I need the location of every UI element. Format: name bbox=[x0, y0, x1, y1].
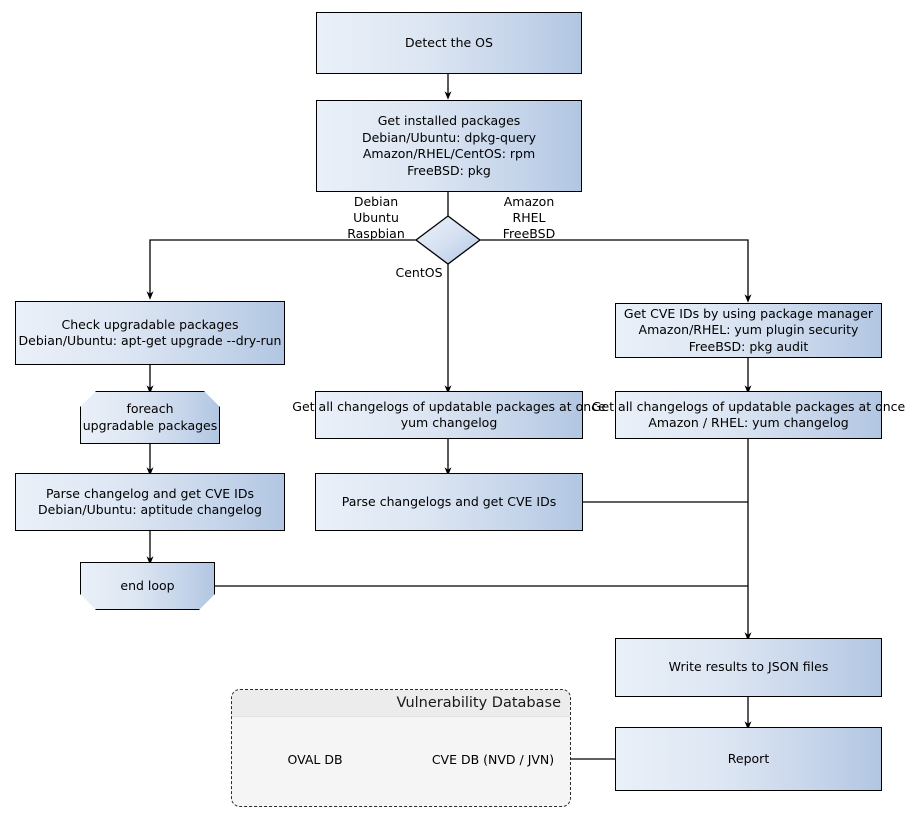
vulnerability-database-frame: Vulnerability Database bbox=[231, 689, 571, 807]
node-end-loop[interactable]: end loop bbox=[80, 562, 215, 610]
node-detect-os[interactable]: Detect the OS bbox=[316, 12, 582, 74]
node-detect-os-label: Detect the OS bbox=[405, 34, 493, 50]
node-report-label: Report bbox=[727, 750, 770, 766]
node-parse-changelogs-center[interactable]: Parse changelogs and get CVE IDs bbox=[315, 473, 583, 531]
node-parse-changelogs-center-label: Parse changelogs and get CVE IDs bbox=[341, 493, 557, 509]
node-changelogs-center[interactable]: Get all changelogs of updatable packages… bbox=[292, 391, 606, 439]
node-report[interactable]: Report bbox=[615, 727, 882, 791]
node-changelogs-center-label: Get all changelogs of updatable packages… bbox=[292, 398, 606, 431]
os-decision-diamond bbox=[414, 215, 482, 265]
node-write-results-json-label: Write results to JSON files bbox=[668, 659, 829, 675]
vulnerability-database-title-bar: Vulnerability Database bbox=[232, 690, 570, 717]
node-changelogs-right-label: Get all changelogs of updatable packages… bbox=[591, 398, 906, 431]
node-end-loop-label: end loop bbox=[120, 577, 175, 593]
node-changelogs-right[interactable]: Get all changelogs of updatable packages… bbox=[592, 391, 905, 439]
edge-label-centos-branch: CentOS bbox=[395, 265, 443, 280]
node-write-results-json[interactable]: Write results to JSON files bbox=[615, 638, 882, 697]
vulnerability-database-title: Vulnerability Database bbox=[396, 695, 561, 711]
